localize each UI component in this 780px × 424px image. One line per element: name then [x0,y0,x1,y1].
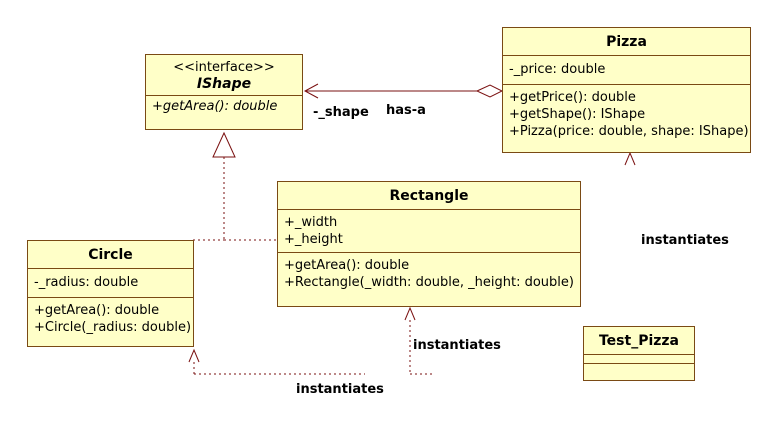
class-ishape[interactable]: <<interface>> IShape +getArea(): double [145,54,303,130]
pizza-operation: +getPrice(): double [509,90,636,105]
rectangle-operations: +getArea(): double +Rectangle(_width: do… [278,252,580,295]
pizza-operations: +getPrice(): double +getShape(): IShape … [503,84,750,144]
class-ishape-header: <<interface>> IShape [146,55,302,95]
instantiates-rectangle-arrowhead [404,306,416,321]
rectangle-attribute: +_height [284,232,343,247]
rectangle-operation: +Rectangle(_width: double, _height: doub… [284,275,574,290]
circle-operations: +getArea(): double +Circle(_radius: doub… [28,297,193,340]
circle-operation: +getArea(): double [34,303,160,318]
ishape-name: IShape [196,76,252,92]
instantiates-rectangle-label: instantiates [413,338,501,353]
rectangle-attributes: +_width +_height [278,209,580,252]
test-pizza-operations [584,363,694,372]
class-pizza[interactable]: Pizza -_price: double +getPrice(): doubl… [502,27,751,153]
class-test-pizza[interactable]: Test_Pizza [583,326,695,381]
test-pizza-name: Test_Pizza [598,333,679,349]
pizza-attributes: -_price: double [503,55,750,84]
pizza-attribute: -_price: double [509,62,606,77]
instantiates-pizza-label: instantiates [641,233,729,248]
ishape-stereotype: <<interface>> [173,60,275,75]
aggregation-diamond [475,84,504,98]
pizza-operation: +getShape(): IShape [509,107,646,122]
aggregation-arrowhead [303,83,319,99]
rectangle-attribute: +_width [284,215,338,230]
circle-attributes: -_radius: double [28,268,193,297]
instantiates-circle-label: instantiates [296,382,384,397]
circle-attribute: -_radius: double [34,275,139,290]
pizza-name: Pizza [606,34,647,50]
class-circle[interactable]: Circle -_radius: double +getArea(): doub… [27,240,194,347]
shape-role-label: -_shape [313,105,369,120]
test-pizza-attributes [584,354,694,363]
class-rectangle[interactable]: Rectangle +_width +_height +getArea(): d… [277,181,581,307]
rectangle-operation: +getArea(): double [284,258,410,273]
realization-triangle [212,131,236,158]
ishape-operations: +getArea(): double [146,95,302,117]
ishape-operation: +getArea(): double [152,99,278,114]
instantiates-pizza-arrowhead [624,151,636,166]
pizza-operation: +Pizza(price: double, shape: IShape) [509,124,749,139]
circle-operation: +Circle(_radius: double) [34,320,192,335]
rectangle-name: Rectangle [389,188,469,204]
circle-name: Circle [88,247,133,263]
instantiates-circle-arrowhead [188,348,200,363]
has-a-label: has-a [386,103,426,118]
